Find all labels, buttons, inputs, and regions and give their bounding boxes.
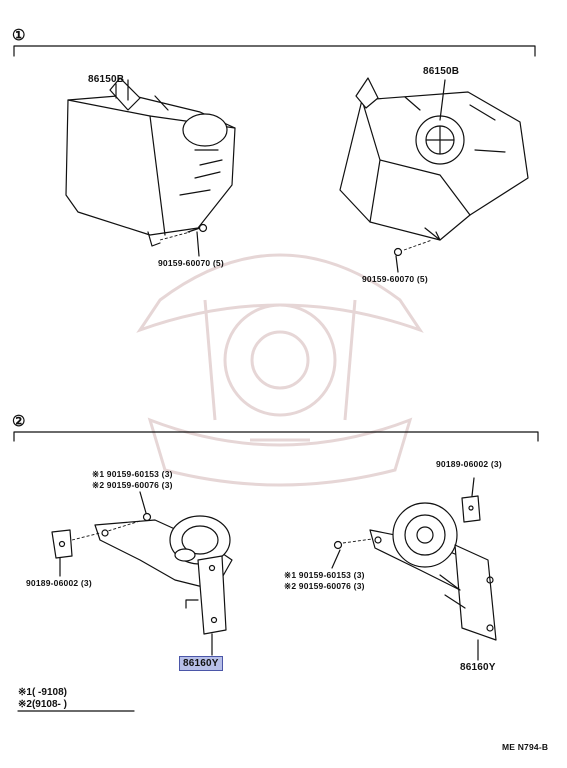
bolt-lower-right: [331, 538, 373, 569]
section2-bracket: [13, 431, 539, 442]
horn-upper-left: [65, 77, 236, 247]
part-label-bolt-upper-left[interactable]: 90159-60070 (5): [158, 258, 224, 268]
part-label-86150b-left[interactable]: 86150B: [88, 74, 125, 85]
bolt-lower-left: [107, 491, 152, 532]
leader-upper-right-bolt: [395, 255, 399, 273]
part-label-bolt-upper-right[interactable]: 90159-60070 (5): [362, 274, 428, 284]
clip-lower-right: [461, 477, 481, 523]
legend-row-2: ※2(9108- ): [18, 699, 67, 710]
legend-row-1: ※1( -9108): [18, 687, 67, 698]
part-label-bolt-lower-left-1[interactable]: ※1 90159-60153 (3): [92, 469, 173, 479]
highlighted-part-86160y[interactable]: 86160Y: [179, 656, 223, 671]
part-label-clip-lower-left[interactable]: 90189-06002 (3): [26, 578, 92, 588]
clip-lower-left: [51, 529, 101, 577]
bolt-upper-left: [159, 223, 208, 241]
section2-marker: ②: [12, 413, 26, 430]
diagram-code: ME N794-B: [502, 742, 549, 752]
part-label-clip-lower-right[interactable]: 90189-06002 (3): [436, 459, 502, 469]
horn-lower-right: [369, 502, 497, 661]
watermark-emblem: [136, 253, 424, 487]
part-label-bolt-lower-right-1[interactable]: ※1 90159-60153 (3): [284, 570, 365, 580]
bolt-upper-right: [393, 239, 433, 257]
leader-upper-right-label: [439, 79, 446, 121]
section1-bracket: [13, 45, 536, 57]
part-label-86160y-right[interactable]: 86160Y: [460, 662, 496, 673]
section1-marker: ①: [12, 27, 26, 44]
part-label-bolt-lower-right-2[interactable]: ※2 90159-60076 (3): [284, 581, 365, 591]
part-label-bolt-lower-left-2[interactable]: ※2 90159-60076 (3): [92, 480, 173, 490]
leader-upper-left-bolt: [196, 231, 200, 257]
horn-upper-right: [339, 77, 529, 241]
horn-lower-left: [94, 515, 233, 656]
part-label-86150b-right[interactable]: 86150B: [423, 66, 460, 77]
